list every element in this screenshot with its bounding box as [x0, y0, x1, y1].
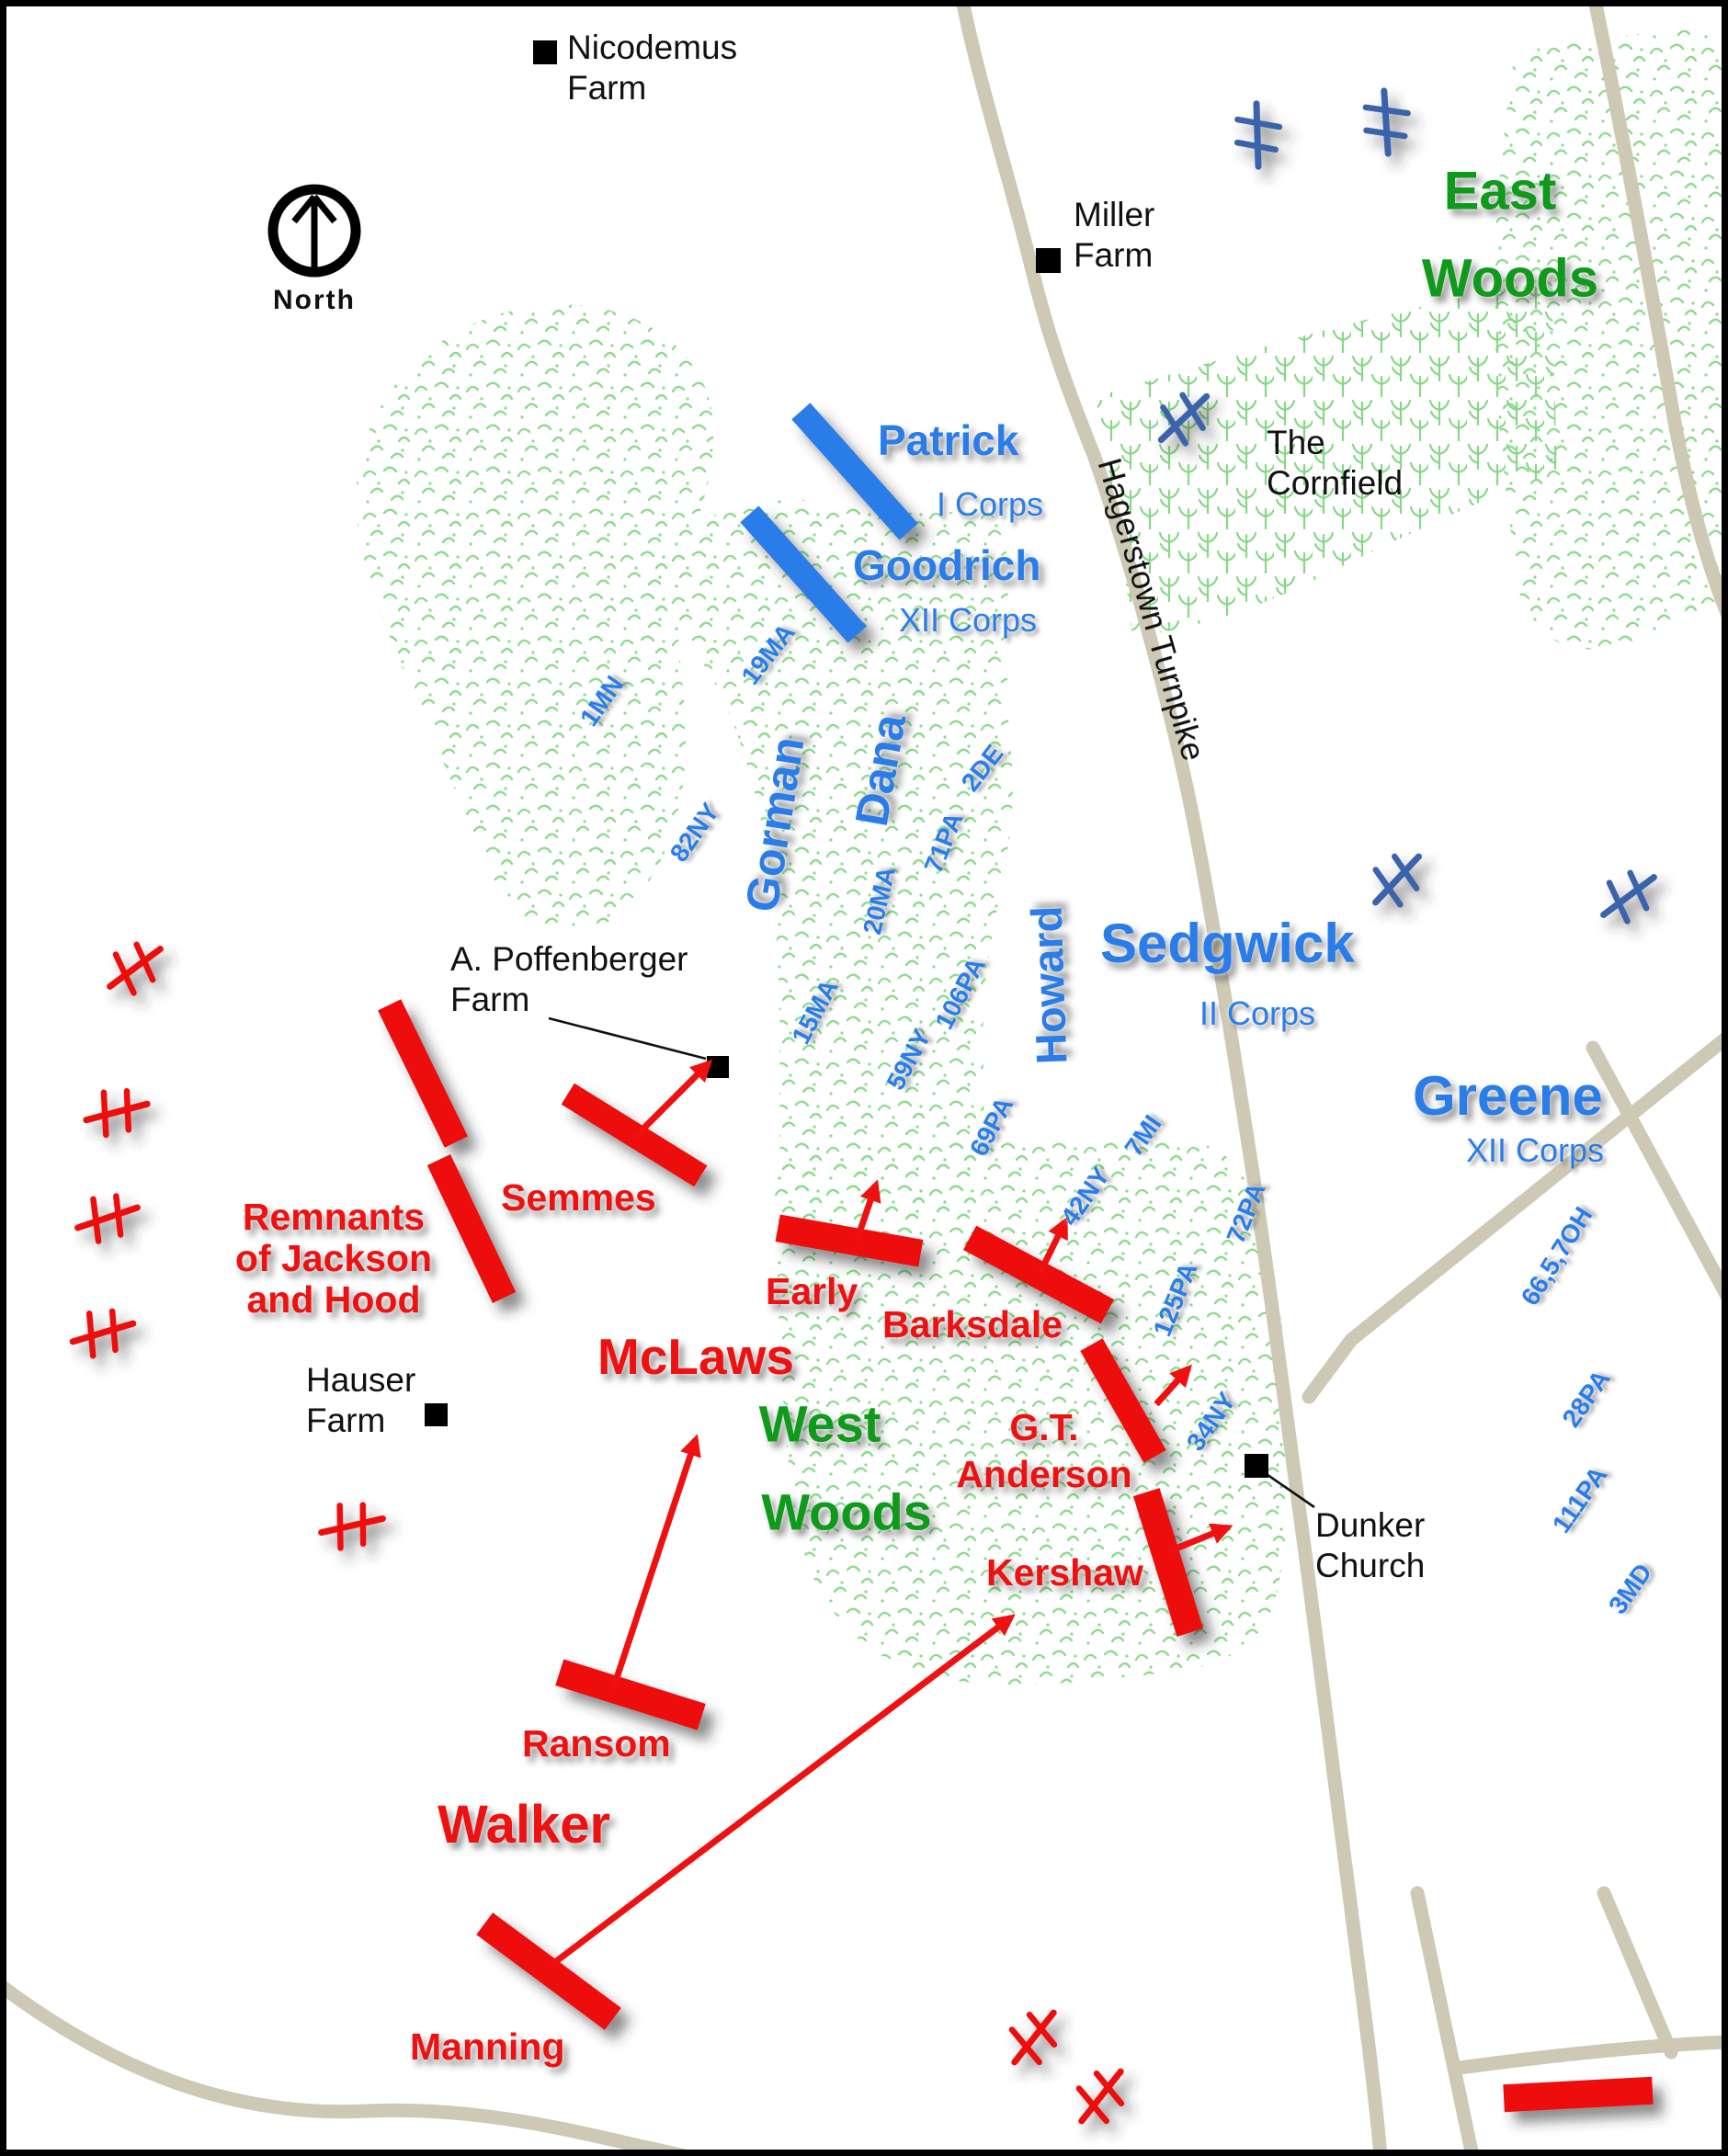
early-attack-arrow — [853, 1179, 881, 1243]
hagerstown-turnpike-road — [955, 0, 1388, 2156]
goodrich-corps-label: XII Corps — [898, 601, 1037, 639]
early-label: Early — [766, 1270, 858, 1312]
jackson-hood-bar-north — [378, 999, 468, 1148]
farm-marker-icon — [707, 1056, 729, 1078]
goodrich-bar — [740, 505, 867, 643]
jackson-hood-bar-south — [426, 1154, 517, 1303]
confederate-artillery-icon — [1064, 2060, 1139, 2134]
south-road-horizontal — [1452, 2035, 1728, 2075]
confederate-artillery-icon — [73, 1190, 142, 1244]
east-woods-label-line1: East — [1443, 161, 1557, 221]
union-artillery-icon — [1363, 90, 1408, 154]
leader-lines — [548, 1016, 1315, 1509]
kershaw-attack-arrow — [1167, 1523, 1233, 1555]
farm-markers — [425, 40, 1268, 1478]
smoketown-road — [1302, 1029, 1728, 1404]
west-woods-middle-band — [643, 498, 1013, 1224]
poffenberger-leader-line — [548, 1016, 707, 1061]
poffenberger-farm-label: A. Poffenberger Farm — [450, 940, 688, 1018]
farm-marker-icon — [1245, 1454, 1268, 1478]
east-woods-area — [1494, 28, 1728, 650]
southwest-road — [0, 1978, 692, 2156]
semmes-label: Semmes — [501, 1176, 656, 1219]
barksdale-bar — [963, 1225, 1114, 1324]
confederate-artillery-icon — [319, 1502, 385, 1550]
ransom-bar — [555, 1659, 706, 1730]
greene-label: Greene — [1413, 1065, 1603, 1127]
sedgwick-corps-label: II Corps — [1199, 994, 1316, 1032]
kershaw-label: Kershaw — [986, 1551, 1143, 1594]
sedgwick-label: Sedgwick — [1100, 913, 1355, 974]
ransom-label: Ransom — [522, 1722, 671, 1765]
barksdale-label: Barksdale — [882, 1303, 1063, 1345]
howard-label: Howard — [1021, 904, 1076, 1066]
farm-marker-icon — [425, 1403, 448, 1426]
gt-anderson-label: G.T. Anderson — [956, 1406, 1132, 1496]
west-woods-north-lobe — [356, 304, 714, 936]
manning-label: Manning — [410, 2026, 565, 2068]
west-woods-label-line2: Woods — [761, 1482, 932, 1541]
south-road-steep — [1410, 1886, 1480, 2156]
dunker-church-label: Dunker Church — [1315, 1506, 1426, 1584]
east-woods-label-line2: Woods — [1421, 248, 1599, 309]
union-artillery-icon — [1591, 862, 1666, 930]
farm-marker-icon — [533, 40, 557, 64]
nicodemus-farm-label: Nicodemus Farm — [567, 28, 738, 107]
hauser-farm-label: Hauser Farm — [306, 1361, 416, 1439]
farm-marker-icon — [1036, 248, 1061, 273]
remnants-label: Remnants of Jackson and Hood — [234, 1196, 433, 1322]
dunker-leader-line — [1260, 1469, 1315, 1509]
union-unit-bars — [740, 403, 918, 643]
south-road-connector — [1597, 1886, 1678, 2060]
manning-bar — [476, 1912, 621, 2030]
patrick-bar — [791, 403, 918, 540]
union-artillery-icon — [1359, 844, 1435, 916]
south-east-bar — [1503, 2076, 1654, 2113]
cornfield-area — [1096, 281, 1557, 636]
north-arrow-icon — [267, 184, 361, 278]
confederate-artillery-icon — [97, 934, 173, 1002]
north-label: North — [273, 285, 356, 315]
greene-corps-label: XII Corps — [1465, 1131, 1605, 1169]
semmes-attack-arrow — [631, 1059, 713, 1140]
miller-farm-label: Miller Farm — [1074, 196, 1155, 274]
confederate-artillery-icon — [997, 2001, 1072, 2075]
cornfield-label: The Cornfield — [1267, 424, 1404, 502]
west-woods-label-line1: West — [758, 1394, 881, 1453]
kershaw-bar — [1132, 1488, 1204, 1637]
mclaws-label: McLaws — [597, 1328, 794, 1385]
early-bar — [775, 1214, 924, 1267]
patrick-corps-label: I Corps — [936, 485, 1043, 523]
goodrich-label: Goodrich — [853, 541, 1041, 589]
attack-arrows — [549, 1059, 1233, 1968]
gt-anderson-bar — [1080, 1338, 1166, 1463]
barksdale-attack-arrow — [1037, 1216, 1069, 1274]
patrick-label: Patrick — [878, 416, 1019, 464]
union-artillery-icon — [1233, 102, 1281, 168]
east-branch-road — [1586, 1040, 1728, 1305]
ransom-attack-arrow — [609, 1434, 701, 1691]
confederate-artillery-icon — [83, 1086, 151, 1137]
gt-anderson-attack-arrow — [1154, 1364, 1192, 1407]
walker-label: Walker — [438, 1795, 611, 1855]
confederate-artillery-icon — [69, 1306, 138, 1358]
manning-attack-arrow — [549, 1614, 1016, 1968]
northeast-road — [1587, 0, 1728, 623]
